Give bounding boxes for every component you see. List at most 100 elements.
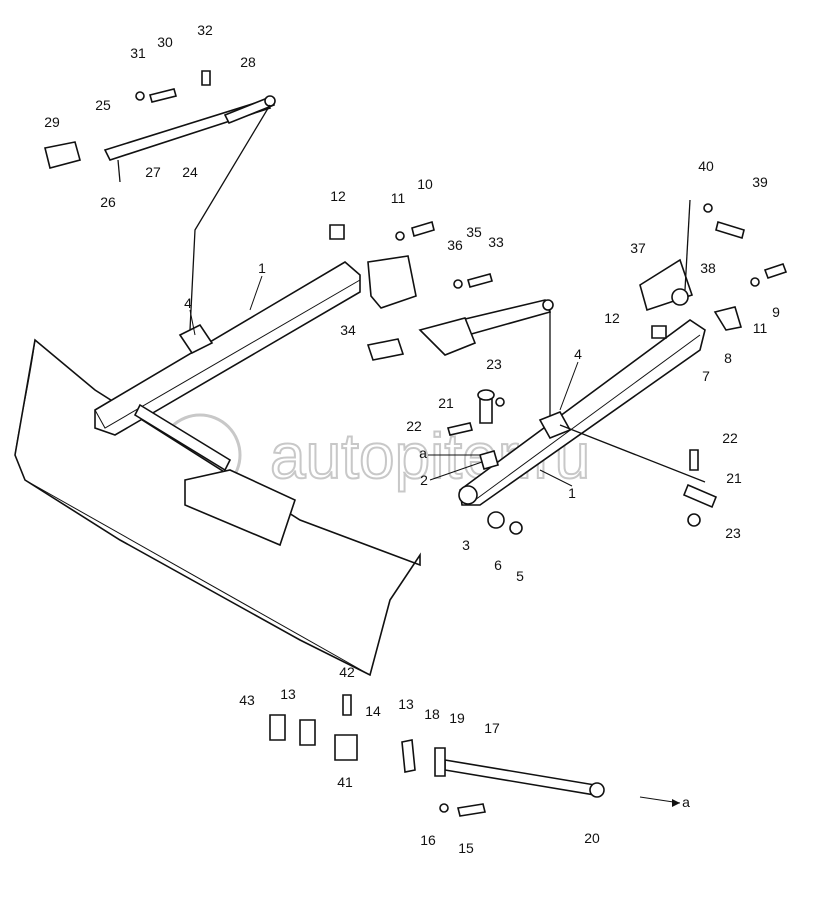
right-arm-bracket-4 (538, 410, 572, 440)
grease-fitting-32 (201, 70, 211, 86)
callout-28: 28 (240, 54, 256, 70)
callout-5: 5 (516, 568, 524, 584)
callout-34: 34 (340, 322, 356, 338)
callout-a: a (419, 445, 427, 461)
tilt-brace-assembly (44, 70, 276, 331)
washer-31 (135, 91, 145, 101)
washer-36 (453, 279, 463, 289)
callout-40: 40 (698, 158, 714, 174)
nut-23-left (495, 397, 505, 407)
nut-23-right (687, 513, 701, 527)
callout-32: 32 (197, 22, 213, 38)
brace (133, 403, 232, 472)
callout-11: 11 (391, 190, 406, 206)
callout-27: 27 (145, 164, 161, 180)
bolt-35 (467, 273, 493, 288)
right-push-arm (458, 199, 743, 506)
callout-13: 13 (398, 696, 414, 712)
washer-11-left (395, 231, 405, 241)
callout-12: 12 (330, 188, 346, 204)
leader-lines (189, 275, 579, 487)
callout-10: 10 (417, 176, 433, 192)
part-19 (434, 747, 446, 777)
callout-38: 38 (700, 260, 716, 276)
callout-14: 14 (365, 703, 381, 719)
bushing-6 (487, 511, 505, 529)
callout-21: 21 (726, 470, 742, 486)
part-12-right (651, 325, 667, 339)
bolt-22-right (689, 449, 699, 471)
callout-11: 11 (753, 320, 768, 336)
part-12-left (329, 224, 345, 240)
callout-13: 13 (280, 686, 296, 702)
callout-31: 31 (130, 45, 146, 61)
washer-11-right (750, 277, 760, 287)
callout-22: 22 (722, 430, 738, 446)
block-41 (334, 734, 358, 761)
callout-8: 8 (724, 350, 732, 366)
left-trunnion-bracket (367, 255, 417, 309)
callout-9: 9 (772, 304, 780, 320)
callout-21: 21 (438, 395, 454, 411)
callout-17: 17 (484, 720, 500, 736)
callout-23: 23 (486, 356, 502, 372)
callout-39: 39 (752, 174, 768, 190)
callout-22: 22 (406, 418, 422, 434)
callout-43: 43 (239, 692, 255, 708)
pin-21-right (682, 483, 718, 509)
callout-4: 4 (184, 295, 192, 311)
bolt-10 (411, 220, 435, 238)
bracket-2 (479, 450, 499, 470)
washer-16 (439, 803, 449, 813)
callout-30: 30 (157, 34, 173, 50)
shims-13-14 (401, 739, 416, 773)
callout-29: 29 (44, 114, 60, 130)
callout-20: 20 (584, 830, 600, 846)
dozer-blade (14, 338, 421, 677)
callout-23: 23 (725, 525, 741, 541)
fitting-5 (509, 521, 523, 535)
callout-36: 36 (447, 237, 463, 253)
pins-bolts (395, 203, 788, 535)
callout-16: 16 (420, 832, 436, 848)
washer-40 (703, 203, 713, 213)
callout-24: 24 (182, 164, 198, 180)
callout-2: 2 (420, 472, 428, 488)
callout-15: 15 (458, 840, 474, 856)
callout-12: 12 (604, 310, 620, 326)
lower-brace-assembly (269, 694, 681, 817)
callout-25: 25 (95, 97, 111, 113)
part-38 (671, 288, 689, 306)
bolt-22-left (446, 422, 474, 436)
bolt-9 (763, 262, 788, 280)
part-8 (713, 306, 743, 331)
grease-fitting-42 (342, 694, 352, 716)
bolt-15 (457, 803, 486, 817)
bolt-39 (715, 220, 745, 240)
callout-35: 35 (466, 224, 482, 240)
callout-3: 3 (462, 537, 470, 553)
shim-29 (44, 141, 81, 169)
bolt-30 (149, 88, 177, 103)
callout-4: 4 (574, 346, 582, 362)
callout-42: 42 (339, 664, 355, 680)
cylinder-33 (366, 273, 554, 420)
blade-bracket (184, 469, 296, 547)
callout-1: 1 (568, 485, 576, 501)
callout-18: 18 (424, 706, 440, 722)
plate-43 (269, 714, 286, 741)
callout-6: 6 (494, 557, 502, 573)
callout-a: a (682, 794, 690, 810)
callout-37: 37 (630, 240, 646, 256)
callout-19: 19 (449, 710, 465, 726)
left-push-arm (94, 224, 417, 472)
callout-7: 7 (702, 368, 710, 384)
callout-33: 33 (488, 234, 504, 250)
callout-26: 26 (100, 194, 116, 210)
callout-1: 1 (258, 260, 266, 276)
shim-13 (299, 719, 316, 746)
callout-41: 41 (337, 774, 353, 790)
shim-34 (366, 338, 405, 361)
